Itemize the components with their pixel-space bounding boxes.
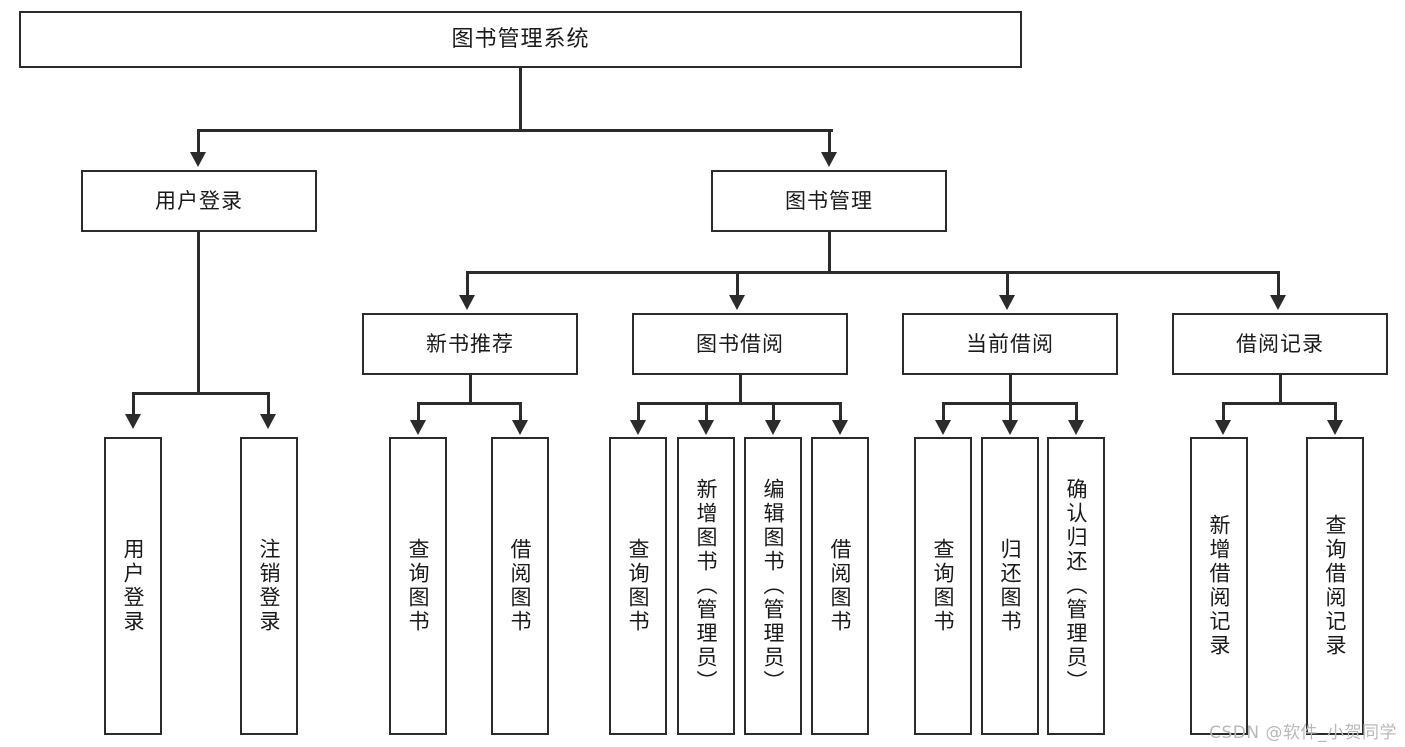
node-label: 图书管理 (785, 188, 873, 213)
node-label: 确认归还（管理员） (1064, 478, 1088, 694)
connector-cb-branch-2 (1009, 402, 1012, 424)
arrow-to-leaf-confirm-return-admin (1068, 420, 1084, 435)
connector-nbr-branch-2 (519, 402, 522, 424)
node-label: 查询图书 (931, 538, 955, 634)
connector-book-management-down (828, 232, 831, 273)
connector-bm-branch-3 (1006, 271, 1009, 299)
connector-root-bar (197, 129, 833, 132)
connector-book-management-bar (466, 271, 1280, 274)
node-label: 新书推荐 (426, 331, 514, 356)
node-label: 查询借阅记录 (1323, 514, 1347, 658)
connector-nbr-bar (417, 402, 522, 405)
leaf-borrow-book-2[interactable]: 借阅图书 (811, 437, 869, 735)
node-label: 图书借阅 (696, 331, 784, 356)
connector-root-to-book-management (828, 129, 831, 156)
leaf-query-book-3[interactable]: 查询图书 (914, 437, 972, 735)
leaf-borrow-book-1[interactable]: 借阅图书 (491, 437, 549, 735)
connector-cb-branch-3 (1075, 402, 1078, 424)
arrow-to-leaf-add-book-admin (698, 420, 714, 435)
csdn-watermark: CSDN @软件_小贺同学 (1209, 723, 1397, 743)
connector-nbr-branch-1 (417, 402, 420, 424)
arrow-to-leaf-query-borrow-record (1327, 420, 1343, 435)
leaf-return-book[interactable]: 归还图书 (981, 437, 1039, 735)
arrow-to-leaf-query-book-3 (935, 420, 951, 435)
leaf-edit-book-admin[interactable]: 编辑图书（管理员） (744, 437, 802, 735)
node-root-system[interactable]: 图书管理系统 (19, 11, 1022, 68)
node-label: 查询图书 (406, 538, 430, 634)
node-label: 借阅图书 (508, 538, 532, 634)
arrow-to-borrow-record (1270, 295, 1286, 310)
node-borrow-record[interactable]: 借阅记录 (1172, 313, 1388, 375)
arrow-to-leaf-query-book-2 (630, 420, 646, 435)
connector-root-to-user-login (197, 129, 200, 156)
node-book-management[interactable]: 图书管理 (711, 170, 947, 232)
node-label: 归还图书 (998, 538, 1022, 634)
connector-bb-branch-4 (839, 402, 842, 424)
node-user-login[interactable]: 用户登录 (81, 170, 317, 232)
node-current-borrow[interactable]: 当前借阅 (902, 313, 1118, 375)
node-label: 借阅记录 (1236, 331, 1324, 356)
leaf-user-login[interactable]: 用户登录 (104, 437, 162, 735)
arrow-to-leaf-user-login (125, 414, 141, 429)
connector-br-branch-1 (1222, 402, 1225, 424)
connector-user-login-branch-1 (132, 392, 135, 418)
connector-br-branch-2 (1334, 402, 1337, 424)
connector-bm-branch-2 (736, 271, 739, 299)
leaf-query-book-1[interactable]: 查询图书 (389, 437, 447, 735)
arrow-to-leaf-add-borrow-record (1215, 420, 1231, 435)
node-label: 注销登录 (257, 538, 281, 634)
node-label: 查询图书 (626, 538, 650, 634)
node-label: 新增借阅记录 (1207, 514, 1231, 658)
arrow-to-leaf-edit-book-admin (765, 420, 781, 435)
leaf-add-borrow-record[interactable]: 新增借阅记录 (1190, 437, 1248, 735)
connector-user-login-bar (132, 392, 270, 395)
node-label: 用户登录 (155, 188, 243, 213)
node-label: 新增图书（管理员） (694, 478, 718, 694)
connector-bb-branch-1 (637, 402, 640, 424)
connector-bb-down (739, 375, 742, 404)
connector-bm-branch-4 (1277, 271, 1280, 299)
node-label: 当前借阅 (966, 331, 1054, 356)
arrow-to-leaf-borrow-book-2 (832, 420, 848, 435)
node-new-book-recommend[interactable]: 新书推荐 (362, 313, 578, 375)
arrow-to-current-borrow (999, 295, 1015, 310)
arrow-to-book-management (821, 152, 837, 167)
leaf-query-borrow-record[interactable]: 查询借阅记录 (1306, 437, 1364, 735)
connector-br-down (1279, 375, 1282, 404)
node-label: 用户登录 (121, 538, 145, 634)
node-label: 借阅图书 (828, 538, 852, 634)
connector-cb-down (1009, 375, 1012, 404)
connector-user-login-down (197, 232, 200, 395)
leaf-add-book-admin[interactable]: 新增图书（管理员） (677, 437, 735, 735)
node-label: 编辑图书（管理员） (761, 478, 785, 694)
arrow-to-user-login (190, 152, 206, 167)
connector-bb-bar (637, 402, 842, 405)
leaf-logout-login[interactable]: 注销登录 (240, 437, 298, 735)
leaf-query-book-2[interactable]: 查询图书 (609, 437, 667, 735)
connector-bm-branch-1 (466, 271, 469, 299)
arrow-to-leaf-logout-login (260, 414, 276, 429)
connector-bb-branch-2 (705, 402, 708, 424)
connector-bb-branch-3 (772, 402, 775, 424)
arrow-to-book-borrow (729, 295, 745, 310)
arrow-to-leaf-return-book (1002, 420, 1018, 435)
connector-nbr-down (469, 375, 472, 404)
leaf-confirm-return-admin[interactable]: 确认归还（管理员） (1047, 437, 1105, 735)
connector-user-login-branch-2 (267, 392, 270, 418)
arrow-to-new-book-recommend (459, 295, 475, 310)
node-label: 图书管理系统 (451, 26, 590, 52)
connector-br-bar (1222, 402, 1337, 405)
arrow-to-leaf-borrow-book-1 (512, 420, 528, 435)
node-book-borrow[interactable]: 图书借阅 (632, 313, 848, 375)
arrow-to-leaf-query-book-1 (410, 420, 426, 435)
connector-cb-branch-1 (942, 402, 945, 424)
connector-root-down (519, 68, 522, 131)
